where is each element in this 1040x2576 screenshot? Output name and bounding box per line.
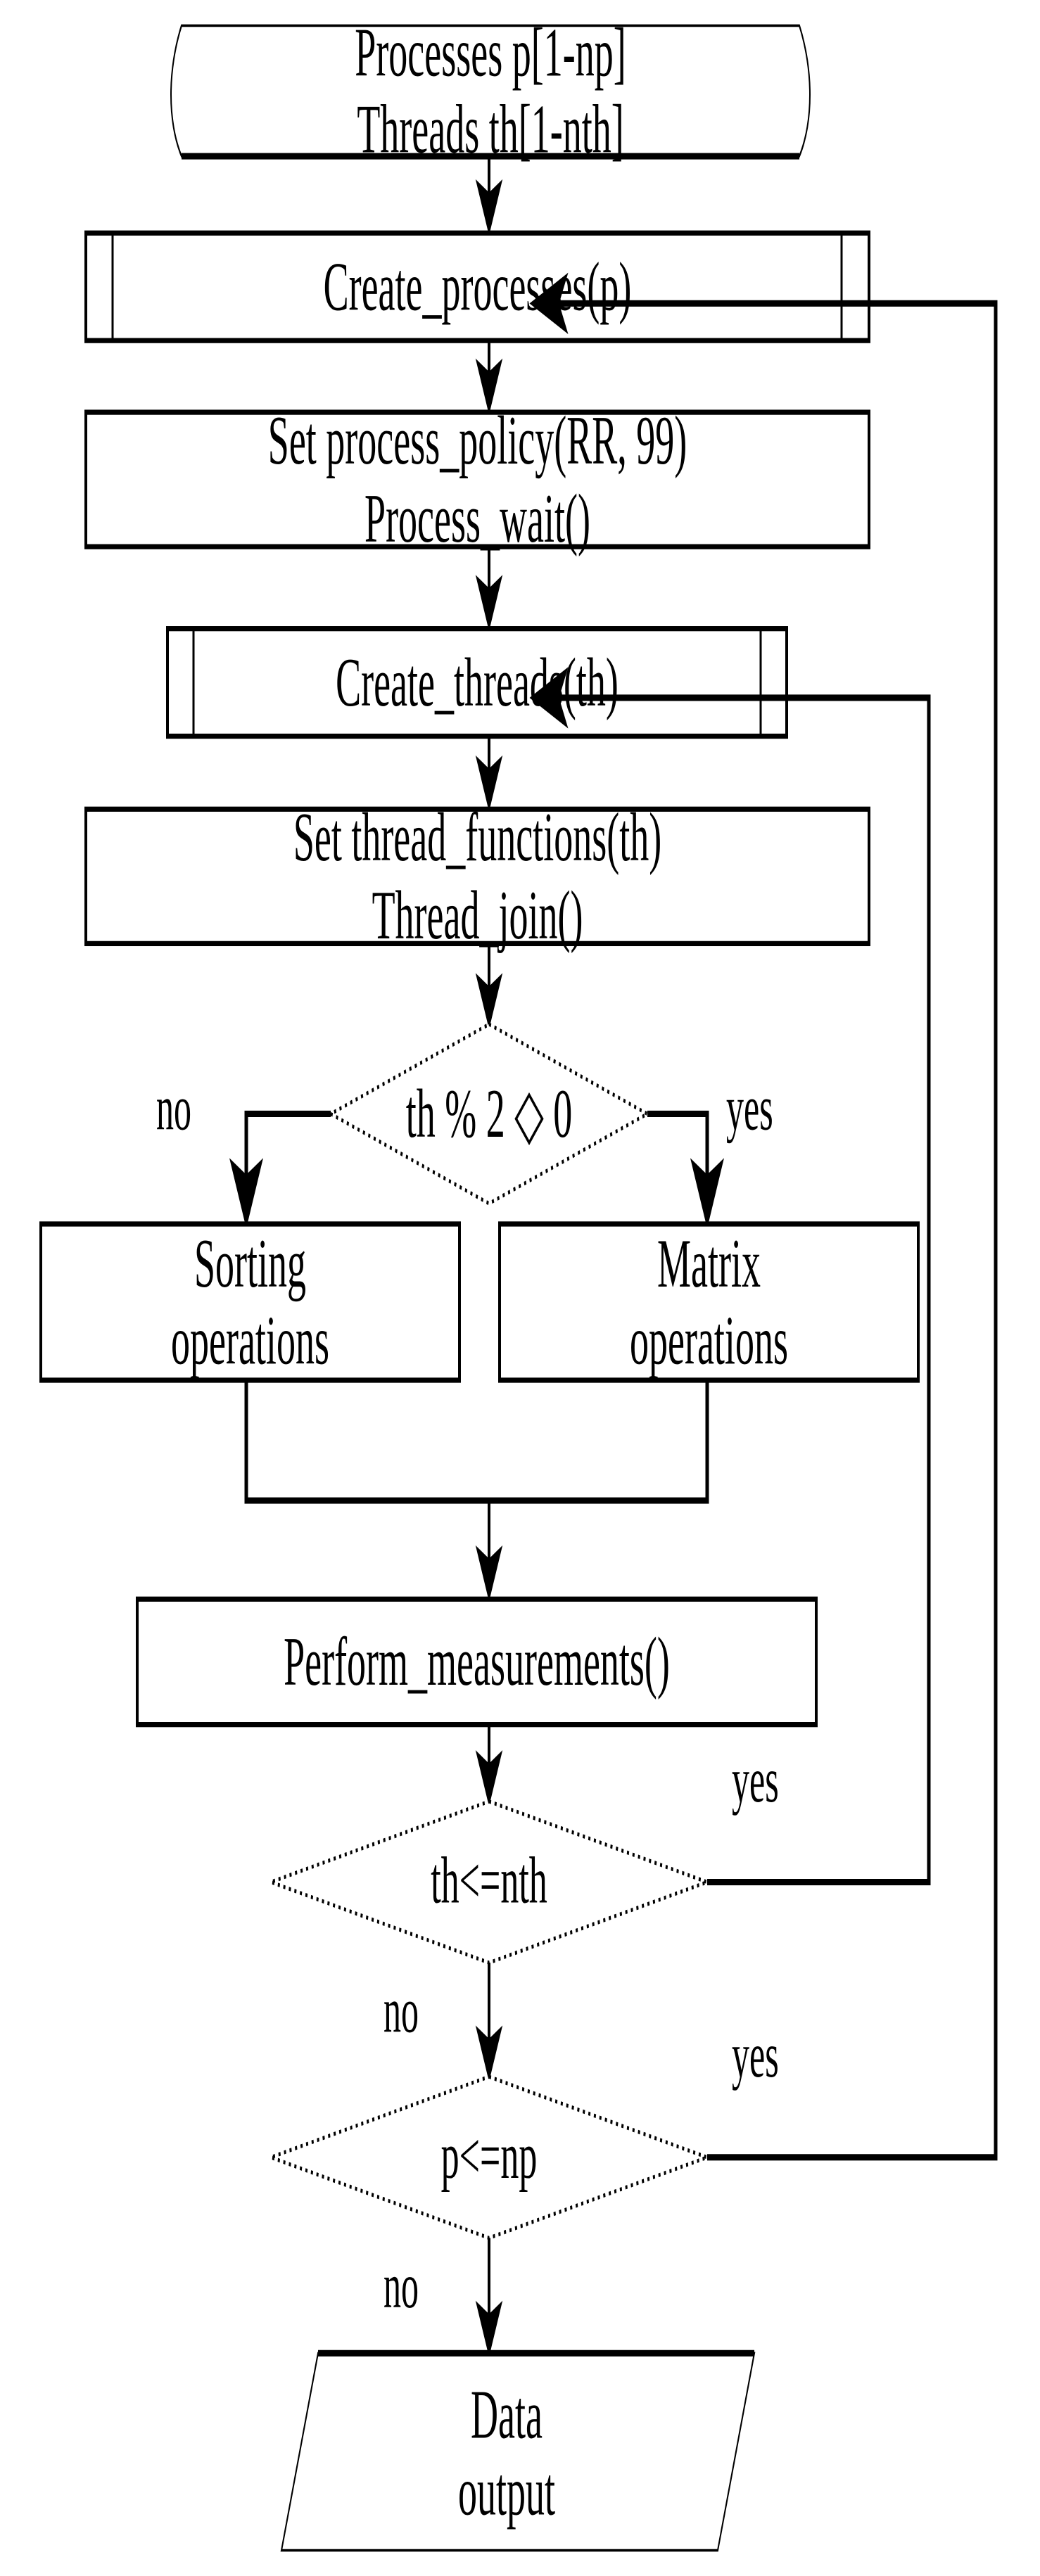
edge-label-thread-loop-yes: yes [732,1743,779,1816]
perform-measurements-shape [136,1596,818,1728]
thread-parity-decision-shape [326,1022,652,1206]
set-process-policy-shape [84,409,870,549]
edge-thread-loop-yes [529,667,931,1886]
create-threads-shape [166,626,788,739]
edge-merge-branches [244,1380,709,1504]
process-loop-decision-shape [270,2074,708,2240]
edge-label-parity-no: no [156,1071,191,1144]
edge-label-process-loop-no: no [383,2249,419,2321]
edge-parity-yes [647,1110,724,1229]
set-thread-functions-shape [84,806,870,947]
thread-loop-decision-shape [270,1799,708,1965]
edge-parity-no [229,1110,331,1229]
edge-label-thread-loop-no: no [383,1974,419,2046]
edge-label-process-loop-yes: yes [732,2019,779,2091]
data-output-shape [280,2349,756,2552]
edge-process-loop-yes [529,272,998,2161]
matrix-operations-shape [498,1221,920,1383]
sorting-operations-shape [39,1221,461,1383]
start-terminator-shape [170,24,811,160]
edge-label-parity-yes: yes [726,1071,773,1144]
create-processes-shape [84,230,870,343]
